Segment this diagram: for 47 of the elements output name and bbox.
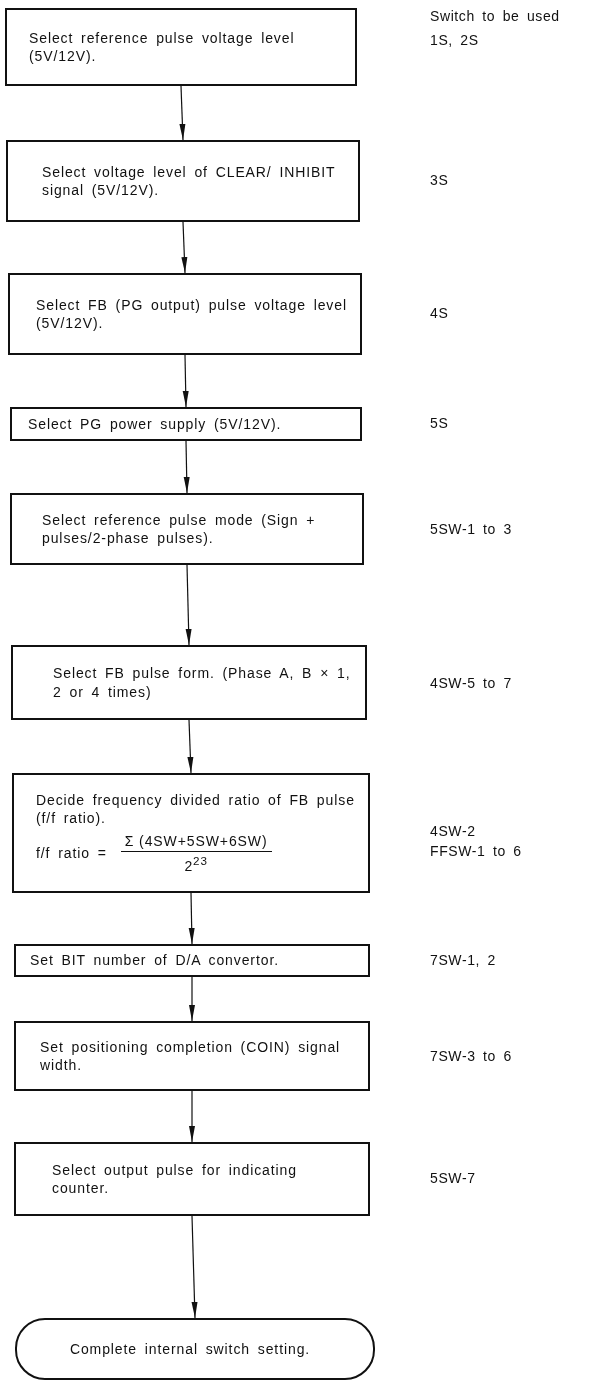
step-text: Select voltage level of CLEAR/ INHIBIT signal (5V/12V). <box>42 162 337 200</box>
arrow <box>189 1090 195 1143</box>
process-box <box>12 773 370 893</box>
switch-label: 7SW-3 to 6 <box>430 1048 512 1064</box>
switch-label: FFSW-1 to 6 <box>430 843 522 859</box>
step-text: Select output pulse for indicating counter. <box>52 1160 298 1198</box>
arrow <box>185 564 192 646</box>
switch-label: 5SW-1 to 3 <box>430 521 512 537</box>
process-box <box>11 645 367 720</box>
switch-label: 5S <box>430 415 449 431</box>
arrow <box>189 976 195 1022</box>
step-text: Select PG power supply (5V/12V). <box>28 414 283 434</box>
arrow <box>188 892 195 945</box>
step-text: Select reference pulse mode (Sign + pulses/2-phase pulses). <box>42 510 317 548</box>
arrow <box>191 1215 198 1319</box>
step-text: Select FB (PG output) pulse voltage level (5V/12V). <box>36 295 348 333</box>
formula-label: f/f ratio = <box>36 844 107 863</box>
process-box <box>10 407 362 441</box>
step-text: Complete internal switch setting. <box>69 1339 311 1359</box>
process-box <box>14 944 370 977</box>
column-header: Switch to be used <box>430 8 560 24</box>
step-text: Set BIT number of D/A convertor. <box>30 951 280 970</box>
step-text: Decide frequency divided ratio of FB pulse (f/f ratio). <box>36 791 356 828</box>
switch-label: 3S <box>430 172 449 188</box>
process-box <box>8 273 362 355</box>
terminator-shape <box>15 1318 375 1380</box>
switch-label: 4S <box>430 305 449 321</box>
formula-denominator: 2$^{23}$ <box>184 852 208 875</box>
arrow <box>179 85 186 141</box>
switch-label: 7SW-1, 2 <box>430 952 496 968</box>
arrow <box>182 354 189 408</box>
process-box <box>10 493 364 565</box>
process-box <box>5 8 357 86</box>
arrow <box>183 440 190 494</box>
switch-label: 1S, 2S <box>430 32 479 48</box>
process-box <box>6 140 360 222</box>
step-text: Select reference pulse voltage level (5V/12V). <box>29 28 296 66</box>
process-box <box>14 1142 370 1216</box>
switch-label: 4SW-2 <box>430 823 476 839</box>
switch-label: 5SW-7 <box>430 1170 476 1186</box>
arrow <box>181 221 188 274</box>
switch-label: 4SW-5 to 7 <box>430 675 512 691</box>
formula-numerator: Σ (4SW+5SW+6SW) <box>120 831 272 852</box>
process-box <box>14 1021 370 1091</box>
step-text: Set positioning completion (COIN) signal width. <box>40 1037 342 1075</box>
step-text: Select FB pulse form. (Phase A, B × 1, 2 or 4 times) <box>53 664 352 701</box>
arrow <box>187 719 194 774</box>
